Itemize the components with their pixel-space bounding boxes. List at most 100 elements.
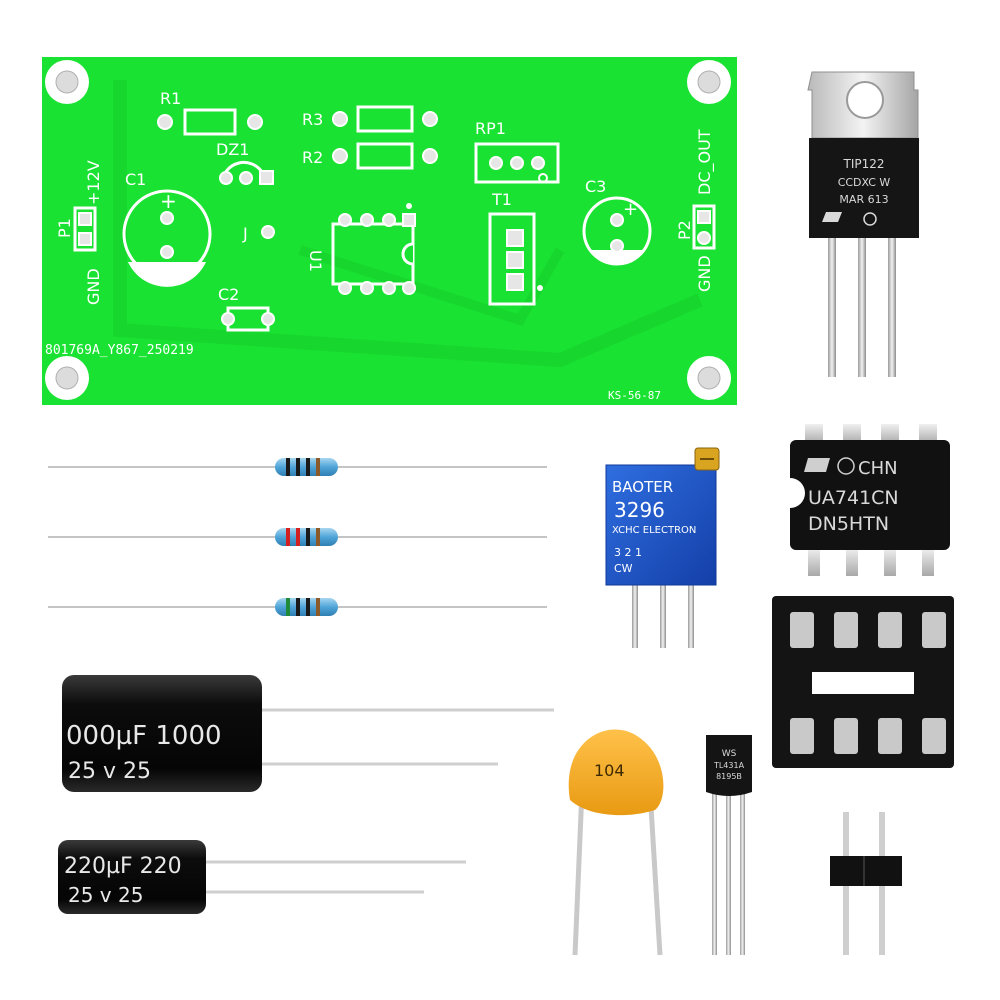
lead [888, 232, 896, 377]
cap-small-voltage: 25 v 25 [68, 883, 143, 907]
label-plus12v: +12V [84, 160, 103, 205]
trimmer-cw: CW [614, 562, 633, 575]
color-band [316, 458, 320, 476]
pad [78, 212, 92, 226]
label-t1: T1 [491, 190, 512, 209]
pad [402, 281, 416, 295]
capacitor-body [58, 840, 206, 914]
op-amp-line1: CHN [858, 458, 898, 479]
trimmer-potentiometer: BAOTER 3296 XCHC ELECTRON 3 2 1 CW [605, 447, 720, 648]
polarity-mark [590, 250, 645, 265]
color-band [306, 598, 310, 616]
color-band [296, 528, 300, 546]
mounting-hole [45, 60, 89, 104]
footprint-t1 [488, 212, 536, 306]
color-band [286, 598, 290, 616]
label-r2: R2 [302, 148, 323, 167]
pin-header-2pin [830, 812, 902, 955]
mounting-hole [687, 60, 731, 104]
footprint-r1 [183, 108, 237, 136]
capacitor-body [62, 675, 262, 792]
pad [506, 229, 524, 247]
transistor-line1: TIP122 [842, 157, 884, 171]
label-rp1: RP1 [475, 119, 506, 138]
resistor-1 [48, 458, 547, 476]
plus-sign: + [160, 189, 177, 213]
footprint-p2 [692, 204, 716, 250]
pad [489, 156, 503, 170]
pcb-trace [298, 245, 565, 326]
resistor-3 [48, 598, 547, 616]
socket-contacts-bottom [790, 718, 946, 754]
cap-small-capacitance: 220µF 220 [64, 854, 182, 879]
lead [632, 580, 638, 648]
ceramic-capacitor: 104 [568, 729, 664, 956]
color-band [296, 598, 300, 616]
color-band [316, 598, 320, 616]
footprint-r3 [356, 105, 414, 133]
trimmer-line1: BAOTER [612, 478, 673, 496]
pad [261, 312, 275, 326]
pad [382, 281, 396, 295]
mounting-hole [45, 356, 89, 400]
trimmer-body [605, 464, 717, 586]
cap-large-capacitance: 000µF 1000 [66, 721, 222, 751]
header-housing [830, 856, 902, 886]
op-amp-line3: DN5HTN [808, 513, 889, 535]
pad [221, 312, 235, 326]
pcb-trace [113, 80, 703, 368]
pad [360, 213, 374, 227]
cap-large-voltage: 25 v 25 [68, 759, 151, 784]
footprint-r2 [356, 142, 414, 170]
color-band [296, 458, 300, 476]
pad [78, 232, 92, 246]
resistor-2 [48, 528, 547, 546]
pad [506, 273, 524, 291]
label-dc-out: DC_OUT [695, 129, 715, 195]
socket-contacts-top [790, 612, 946, 648]
footprint-p1 [73, 206, 97, 252]
pad [610, 239, 624, 253]
ceramic-code: 104 [594, 761, 625, 780]
tl431-line2: TL431A [713, 761, 745, 770]
lead [688, 580, 694, 648]
color-band [306, 528, 310, 546]
label-dz1: DZ1 [216, 140, 249, 159]
color-band [286, 528, 290, 546]
e3-mark [837, 457, 855, 475]
lead [740, 790, 745, 955]
label-r1: R1 [160, 89, 181, 108]
chip-notch [790, 478, 805, 508]
ic-socket-dip8 [772, 596, 954, 768]
lead [660, 580, 666, 648]
lead [858, 232, 866, 377]
trimmer-line3: XCHC ELECTRON [612, 525, 696, 536]
pad [402, 213, 416, 227]
transistor-line3: MAR 613 [839, 193, 888, 206]
dip-pins-bottom [808, 548, 934, 576]
lead [726, 790, 731, 955]
pad [219, 171, 233, 185]
pad [247, 114, 263, 130]
board-id: 801769A_Y867_250219 [45, 343, 194, 358]
label-p2: P2 [675, 220, 694, 240]
pad [610, 213, 624, 227]
color-band [316, 528, 320, 546]
label-j: J [242, 224, 248, 243]
pad [332, 111, 348, 127]
pad [261, 225, 275, 239]
label-gnd-right: GND [695, 255, 714, 292]
pad [332, 148, 348, 164]
dip-pins-top [805, 424, 937, 444]
pad [510, 156, 524, 170]
lead [647, 789, 663, 956]
st-logo [822, 212, 842, 222]
pad [239, 171, 253, 185]
chip-body [790, 440, 950, 550]
pad [360, 281, 374, 295]
plus-sign: + [623, 199, 638, 220]
pad [157, 114, 173, 130]
op-amp-ua741: CHN UA741CN DN5HTN [790, 424, 950, 576]
